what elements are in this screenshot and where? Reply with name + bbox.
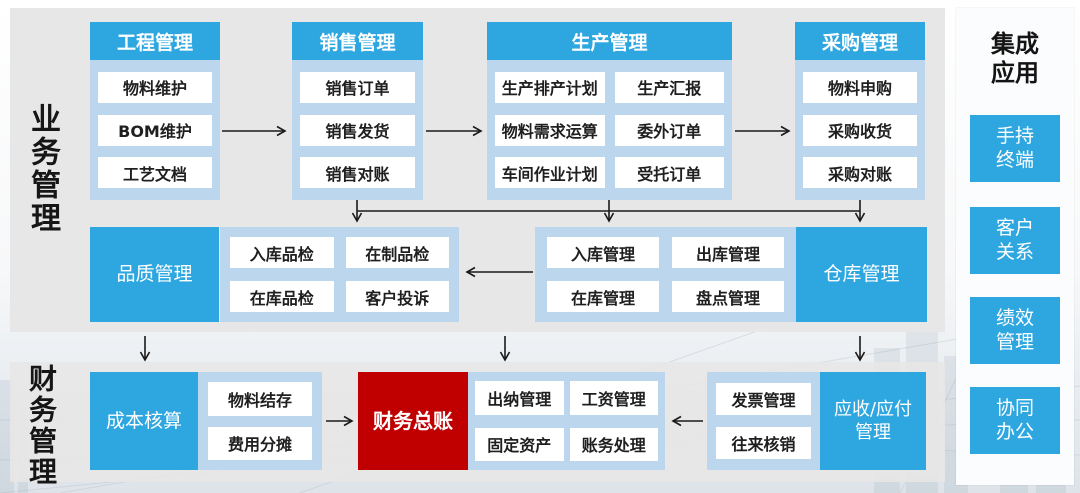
column-production: 生产管理 生产排产计划 生产汇报 物料需求运算 委外订单 车间作业计划 受托订单 (487, 22, 732, 200)
item-incoming-inspection: 入库品检 (230, 237, 334, 268)
integration-item-customer-relations: 客户 关系 (970, 207, 1060, 274)
business-section-title: 业务管理 (25, 103, 60, 235)
item-material-requisition: 物料申购 (803, 71, 917, 103)
ar-ap-label-line1: 应收/应付 (833, 398, 913, 420)
warehouse-items-group: 入库管理 出库管理 在库管理 盘点管理 (535, 227, 796, 322)
performance-line1: 绩效 (995, 306, 1034, 329)
quality-management-box: 品质管理 (90, 227, 219, 322)
item-inprocess-inspection: 在制品检 (345, 237, 449, 268)
item-inbound-management: 入库管理 (547, 237, 659, 268)
item-purchase-receiving: 采购收货 (803, 114, 917, 146)
column-procurement: 采购管理 物料申购 采购收货 采购对账 (795, 22, 925, 200)
procurement-items: 物料申购 采购收货 采购对账 (795, 60, 925, 200)
office-line2: 办公 (995, 420, 1034, 443)
ar-ap-management-box: 应收/应付 管理 (820, 372, 926, 470)
column-engineering: 工程管理 物料维护 BOM维护 工艺文档 (90, 22, 220, 200)
production-items: 生产排产计划 生产汇报 物料需求运算 委外订单 车间作业计划 受托订单 (487, 60, 732, 200)
item-purchase-reconciliation: 采购对账 (803, 157, 917, 189)
item-expense-allocation: 费用分摊 (208, 426, 312, 460)
production-header: 生产管理 (487, 22, 732, 60)
item-accounting-processing: 账务处理 (569, 427, 658, 461)
sales-header: 销售管理 (292, 22, 423, 60)
item-process-documents: 工艺文档 (98, 157, 212, 189)
finance-section-title: 财务管理 (25, 364, 58, 488)
item-customer-complaint: 客户投诉 (345, 281, 449, 312)
handheld-line1: 手持 (995, 124, 1034, 147)
general-ledger-box: 财务总账 (358, 372, 468, 470)
item-consignment-order: 受托订单 (614, 157, 724, 189)
invoice-items-group: 发票管理 往来核销 (707, 372, 820, 470)
item-fixed-assets: 固定资产 (475, 427, 564, 461)
item-workshop-plan: 车间作业计划 (495, 157, 605, 189)
item-material-maintenance: 物料维护 (98, 71, 212, 103)
item-stock-management: 在库管理 (547, 281, 659, 312)
procurement-header: 采购管理 (795, 22, 925, 60)
cost-items-group: 物料结存 费用分摊 (198, 372, 322, 470)
item-stocktaking-management: 盘点管理 (672, 281, 784, 312)
item-mrp-calculation: 物料需求运算 (495, 114, 605, 146)
integration-item-performance-management: 绩效 管理 (970, 297, 1060, 364)
integration-title: 集成 应用 (956, 30, 1074, 88)
quality-items-group: 入库品检 在制品检 在库品检 客户投诉 (220, 227, 459, 322)
item-sales-reconciliation: 销售对账 (300, 157, 415, 189)
integration-title-line2: 应用 (991, 58, 1039, 87)
item-stock-inspection: 在库品检 (230, 281, 334, 312)
item-cashier-management: 出纳管理 (475, 381, 564, 415)
item-payroll-management: 工资管理 (569, 381, 658, 415)
engineering-header: 工程管理 (90, 22, 220, 60)
crm-line2: 关系 (995, 240, 1034, 263)
item-material-balance: 物料结存 (208, 382, 312, 416)
item-outbound-management: 出库管理 (672, 237, 784, 268)
integration-item-collaborative-office: 协同 办公 (970, 387, 1060, 454)
engineering-items: 物料维护 BOM维护 工艺文档 (90, 60, 220, 200)
integration-item-handheld-terminal: 手持 终端 (970, 115, 1060, 182)
ledger-items-group: 出纳管理 工资管理 固定资产 账务处理 (468, 372, 665, 470)
item-sales-delivery: 销售发货 (300, 114, 415, 146)
office-line1: 协同 (995, 396, 1034, 419)
column-sales: 销售管理 销售订单 销售发货 销售对账 (292, 22, 423, 200)
performance-line2: 管理 (995, 330, 1034, 353)
warehouse-management-box: 仓库管理 (796, 227, 927, 322)
handheld-line2: 终端 (995, 148, 1034, 171)
item-invoice-management: 发票管理 (716, 383, 811, 415)
integration-title-line1: 集成 (991, 30, 1039, 58)
cost-accounting-box: 成本核算 (90, 372, 198, 470)
item-production-report: 生产汇报 (614, 71, 724, 103)
item-sales-order: 销售订单 (300, 71, 415, 103)
item-outsourcing-order: 委外订单 (614, 114, 724, 146)
item-bom-maintenance: BOM维护 (98, 114, 212, 146)
ar-ap-label-line2: 管理 (855, 422, 891, 443)
crm-line1: 客户 (995, 216, 1034, 239)
sales-items: 销售订单 销售发货 销售对账 (292, 60, 423, 200)
item-transaction-writeoff: 往来核销 (716, 427, 811, 459)
item-production-scheduling: 生产排产计划 (495, 71, 605, 103)
